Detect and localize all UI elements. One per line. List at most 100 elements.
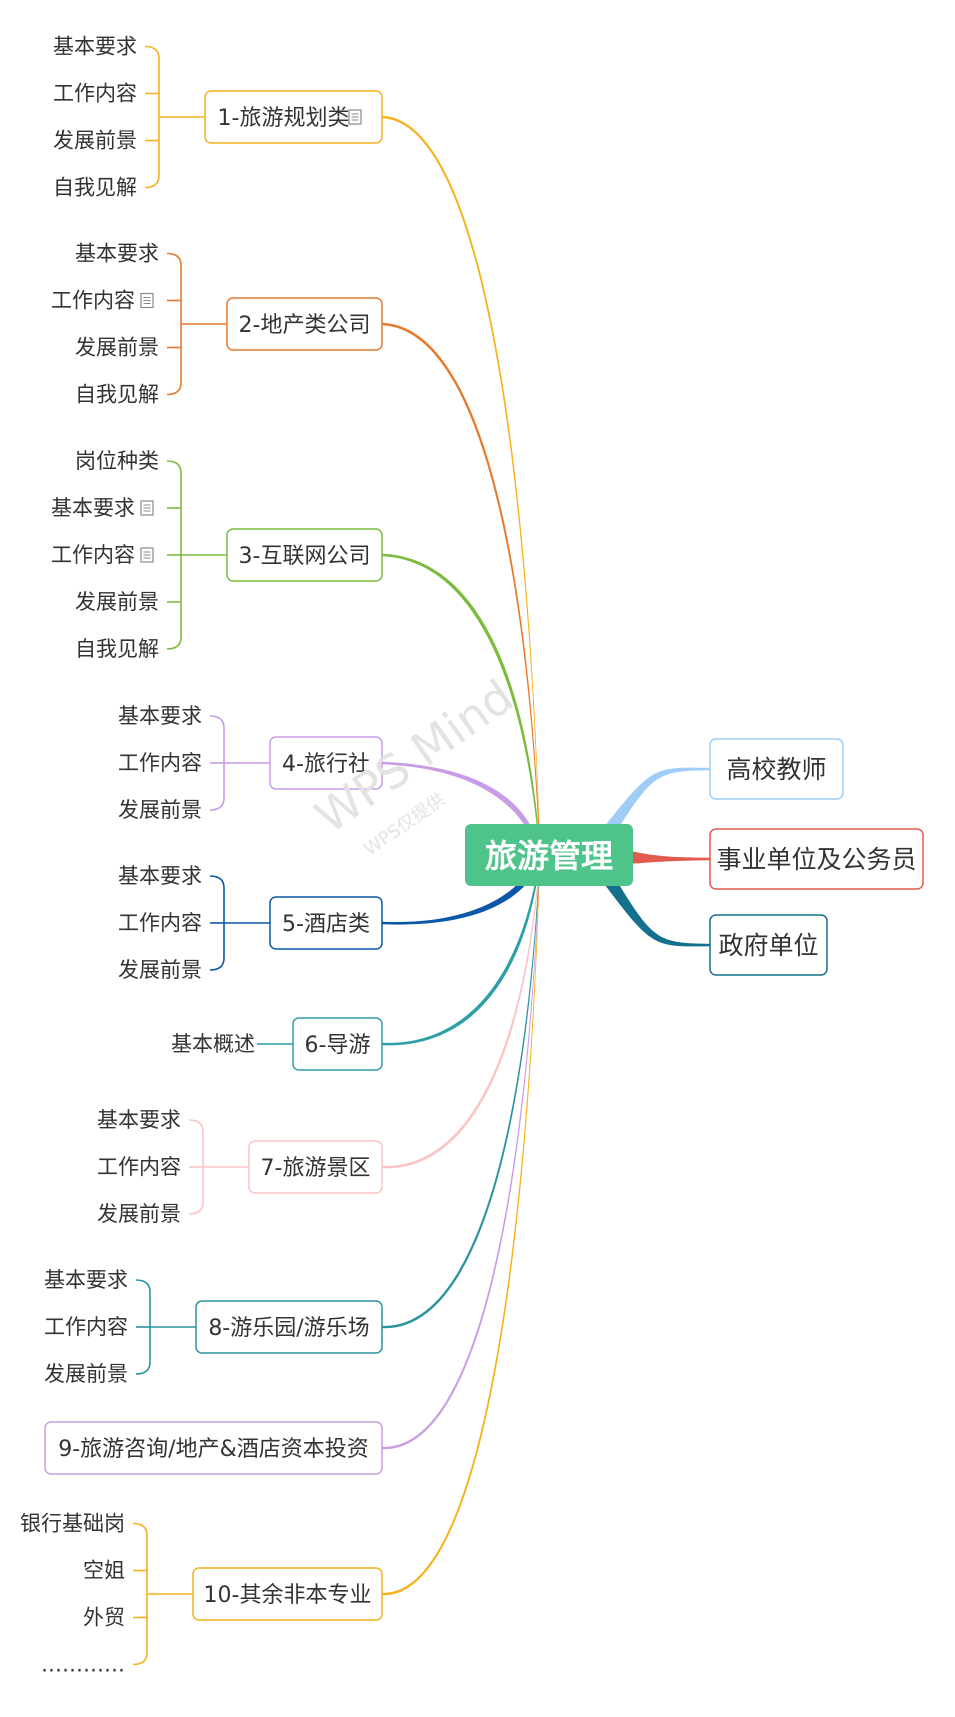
leaf-label: 基本概述	[171, 1032, 255, 1056]
leaf-node[interactable]: 基本要求	[75, 242, 159, 266]
branch-connector	[382, 848, 540, 1329]
leaf-label: 发展前景	[53, 129, 137, 153]
leaf-label: 自我见解	[75, 637, 159, 661]
branch-node[interactable]: 3-互联网公司	[226, 528, 383, 582]
child-bracket	[144, 45, 160, 189]
leaf-node[interactable]: 发展前景	[44, 1362, 128, 1386]
branch-node-box	[269, 896, 383, 950]
leaf-label: 工作内容	[118, 911, 202, 935]
branch-node[interactable]: 事业单位及公务员	[709, 828, 924, 890]
branch-node-box	[195, 1300, 383, 1354]
leaf-node[interactable]: 基本要求	[97, 1108, 181, 1132]
leaf-label: 基本要求	[44, 1268, 128, 1292]
leaf-node[interactable]: 外贸	[83, 1606, 125, 1630]
central-node-box	[465, 824, 633, 886]
branch-connector	[593, 767, 710, 869]
central-label: 旅游管理	[485, 837, 613, 875]
branch-node[interactable]: 高校教师	[709, 738, 844, 800]
branch-node-box	[292, 1017, 383, 1071]
leaf-label: 发展前景	[75, 336, 159, 360]
leaf-label: 岗位种类	[75, 449, 159, 473]
leaf-node[interactable]: 工作内容	[51, 289, 154, 313]
branch-node[interactable]: 4-旅行社	[269, 736, 383, 790]
leaf-node[interactable]: 工作内容	[118, 751, 202, 775]
branch-connector	[382, 848, 540, 1450]
note-icon[interactable]	[348, 109, 362, 125]
leaf-label: 自我见解	[53, 176, 137, 200]
child-bracket	[166, 252, 182, 396]
leaf-node[interactable]: 基本要求	[118, 704, 202, 728]
branch-node[interactable]: 10-其余非本专业	[192, 1567, 383, 1621]
branch-label: 6-导游	[305, 1033, 371, 1058]
leaf-node[interactable]: 岗位种类	[75, 449, 159, 473]
branch-node[interactable]: 5-酒店类	[269, 896, 383, 950]
leaf-node[interactable]: 自我见解	[75, 383, 159, 407]
leaf-label: 工作内容	[53, 82, 137, 106]
leaf-label: 发展前景	[118, 958, 202, 982]
leaf-label: 基本要求	[75, 242, 159, 266]
leaf-node[interactable]: 发展前景	[75, 590, 159, 614]
leaf-node[interactable]: 银行基础岗	[20, 1512, 125, 1536]
leaf-node[interactable]: …………	[41, 1653, 125, 1677]
leaf-node[interactable]: 发展前景	[97, 1202, 181, 1226]
branch-node-box	[192, 1567, 383, 1621]
branch-node[interactable]: 6-导游	[292, 1017, 383, 1071]
note-icon[interactable]	[140, 292, 154, 309]
leaf-node[interactable]: 工作内容	[97, 1155, 181, 1179]
branch-label: 4-旅行社	[282, 752, 370, 777]
leaf-label: …………	[41, 1653, 125, 1677]
leaf-label: 工作内容	[51, 543, 135, 567]
leaf-label: 基本要求	[118, 704, 202, 728]
branch-node-box	[269, 736, 383, 790]
branch-label: 7-旅游景区	[261, 1156, 371, 1181]
leaf-node[interactable]: 工作内容	[118, 911, 202, 935]
leaf-node[interactable]: 工作内容	[51, 543, 154, 567]
branch-label: 9-旅游咨询/地产&酒店资本投资	[58, 1437, 369, 1462]
leaf-label: 发展前景	[118, 798, 202, 822]
leaf-node[interactable]: 发展前景	[118, 958, 202, 982]
leaf-label: 发展前景	[75, 590, 159, 614]
branch-node-box	[44, 1421, 383, 1475]
branch-label: 10-其余非本专业	[204, 1583, 372, 1608]
branch-node-box	[709, 738, 844, 800]
leaf-node[interactable]: 基本概述	[171, 1032, 255, 1056]
branch-label: 事业单位及公务员	[716, 845, 916, 874]
central-node[interactable]: 旅游管理	[465, 824, 633, 886]
leaf-label: 工作内容	[97, 1155, 181, 1179]
note-icon[interactable]	[140, 547, 154, 563]
child-bracket	[132, 1522, 148, 1666]
leaf-node[interactable]: 发展前景	[53, 129, 137, 153]
leaf-node[interactable]: 基本要求	[53, 35, 137, 59]
branch-node[interactable]: 8-游乐园/游乐场	[195, 1300, 383, 1354]
leaf-node[interactable]: 工作内容	[53, 82, 137, 106]
branch-label: 5-酒店类	[282, 912, 370, 937]
leaf-node[interactable]: 基本要求	[118, 864, 202, 888]
branch-node[interactable]: 7-旅游景区	[248, 1140, 383, 1194]
leaf-node[interactable]: 自我见解	[75, 637, 159, 661]
leaf-node[interactable]: 空姐	[83, 1559, 125, 1583]
leaf-node[interactable]: 工作内容	[44, 1315, 128, 1339]
leaf-label: 发展前景	[97, 1202, 181, 1226]
branch-node-box	[709, 914, 828, 976]
branch-node[interactable]: 9-旅游咨询/地产&酒店资本投资	[44, 1421, 383, 1475]
leaf-node[interactable]: 发展前景	[118, 798, 202, 822]
branch-node-box	[226, 297, 383, 351]
leaf-node[interactable]: 发展前景	[75, 336, 159, 360]
leaf-node[interactable]: 基本要求	[51, 496, 154, 520]
branch-node-box	[248, 1140, 383, 1194]
branch-node[interactable]: 1-旅游规划类	[204, 90, 383, 144]
branch-node[interactable]: 2-地产类公司	[226, 297, 383, 351]
branch-connector	[593, 841, 710, 947]
branch-node[interactable]: 政府单位	[709, 914, 828, 976]
note-icon[interactable]	[140, 500, 154, 516]
leaf-label: 基本要求	[97, 1108, 181, 1132]
leaf-label: 空姐	[83, 1559, 125, 1583]
leaf-node[interactable]: 基本要求	[44, 1268, 128, 1292]
branch-connector	[382, 846, 540, 1596]
branch-node-box	[226, 528, 383, 582]
leaf-node[interactable]: 自我见解	[53, 176, 137, 200]
branch-label: 8-游乐园/游乐场	[208, 1316, 369, 1341]
leaf-label: 基本要求	[53, 35, 137, 59]
